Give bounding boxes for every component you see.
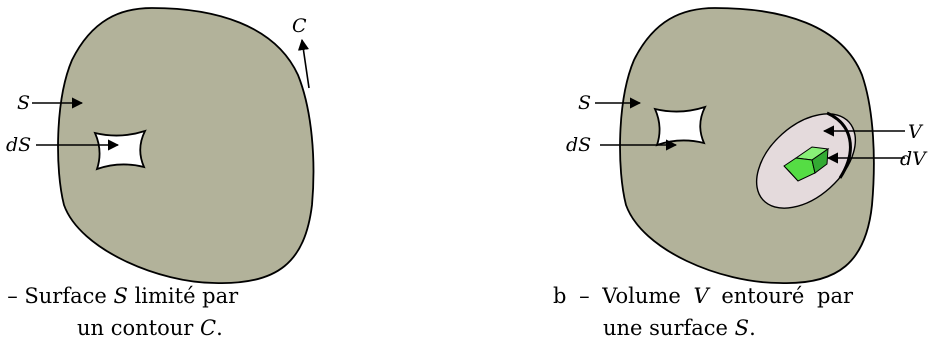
caption-b-line2: une surface S. xyxy=(603,314,756,342)
caption-b-line2-prefix: une surface xyxy=(603,316,728,340)
label-S: S xyxy=(578,92,591,114)
caption-b-mid: entouré par xyxy=(721,284,854,308)
volume-V-edge xyxy=(826,111,852,179)
caption-b-prefix: b – Volume xyxy=(553,284,681,308)
surface-element-dS xyxy=(93,129,147,171)
caption-a-var2: C xyxy=(200,316,217,340)
caption-b-var2: S xyxy=(734,316,750,340)
caption-a-line2-prefix: un contour xyxy=(77,316,194,340)
label-C: C xyxy=(292,15,307,37)
figure-a: S dS C xyxy=(6,7,315,284)
label-V: V xyxy=(908,121,924,143)
caption-b-line2-suffix: . xyxy=(749,316,756,340)
arrow-C xyxy=(297,38,310,89)
surface-S-shape xyxy=(619,7,875,284)
label-S: S xyxy=(17,92,30,114)
label-dS: dS xyxy=(6,134,31,156)
caption-b-line1: b – Volume V entouré par xyxy=(553,282,853,310)
caption-a-var1: S xyxy=(113,284,128,308)
surface-S-shape xyxy=(57,7,315,284)
caption-a-line2-suffix: . xyxy=(216,316,223,340)
label-dV: dV xyxy=(900,148,928,170)
figure-b: S dS V dV xyxy=(566,7,928,284)
caption-a-line2: un contour C. xyxy=(77,314,223,342)
caption-a-mid: limité par xyxy=(134,284,239,308)
caption-a-prefix: a – Surface xyxy=(0,284,107,308)
caption-b-var1: V xyxy=(693,284,709,308)
label-dS: dS xyxy=(566,134,591,156)
caption-a-line1: a – Surface S limité par xyxy=(0,282,238,310)
surface-element-dS xyxy=(653,105,707,147)
volume-element-dV xyxy=(783,146,830,182)
